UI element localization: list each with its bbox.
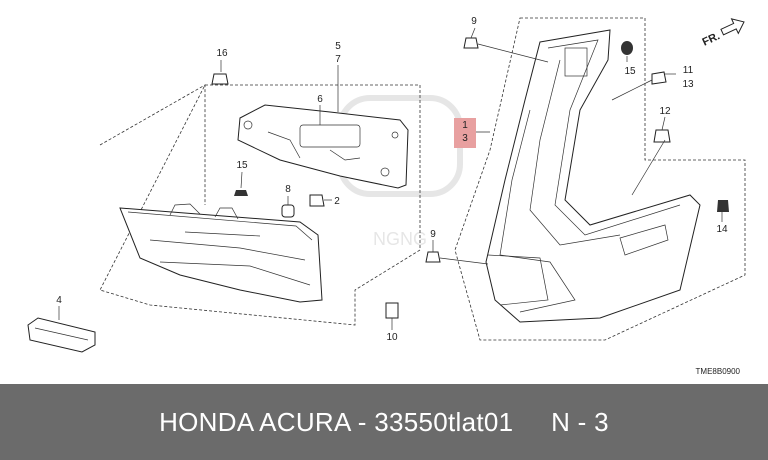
inner-tail-lamp <box>119 203 323 303</box>
nut-12 <box>653 129 671 143</box>
callout-11: 11 <box>683 65 694 76</box>
mounting-bracket <box>237 104 409 189</box>
nut-16 <box>211 73 229 85</box>
callout-2: 2 <box>334 196 340 207</box>
exploded-view-svg: NGNG <box>27 16 746 376</box>
caption-gap <box>513 407 551 437</box>
cap-14 <box>717 200 729 212</box>
footer-bar: HONDA ACURA - 33550tlat01 N - 3 <box>0 384 768 460</box>
fasteners <box>211 37 729 319</box>
screw-9-top <box>463 37 479 49</box>
direction-label: FR. <box>701 30 722 48</box>
bulb-socket <box>27 317 96 353</box>
watermark-text: NGNG <box>373 229 427 249</box>
outer-tail-lamp <box>485 29 701 323</box>
brand-name: HONDA ACURA <box>159 406 351 437</box>
bulb-2 <box>309 194 325 207</box>
callout-7: 7 <box>335 54 341 65</box>
screw-9-mid <box>425 251 441 263</box>
diagram-code: TME8B0900 <box>696 367 741 376</box>
grommet-15-right <box>621 41 633 55</box>
callout-16: 16 <box>216 48 228 59</box>
callout-4: 4 <box>56 295 62 306</box>
direction-arrow-icon <box>720 18 745 36</box>
callout-12: 12 <box>659 106 671 117</box>
callout-labels: 9 16 5 7 6 15 8 2 4 9 10 1 3 15 11 13 12… <box>56 16 728 343</box>
grommet-15-left <box>234 190 248 196</box>
highlight-box <box>454 118 476 148</box>
callout-15-right: 15 <box>624 66 636 77</box>
front-direction-indicator: FR. <box>701 18 745 49</box>
caption-separator: - <box>350 406 375 437</box>
position-code: N - 3 <box>551 406 609 437</box>
footer-caption: HONDA ACURA - 33550tlat01 N - 3 <box>159 407 609 438</box>
leader-lines <box>58 27 723 330</box>
callout-15-left: 15 <box>236 160 248 171</box>
callout-1: 1 <box>462 120 468 131</box>
callout-3: 3 <box>462 133 468 144</box>
grommet-11 <box>651 71 667 85</box>
clip-8 <box>281 204 295 218</box>
callout-10: 10 <box>386 332 398 343</box>
callout-5: 5 <box>335 41 341 52</box>
parts-diagram: NGNG <box>27 16 746 376</box>
callout-8: 8 <box>285 184 291 195</box>
callout-9-top: 9 <box>471 16 477 27</box>
callout-13: 13 <box>682 79 694 90</box>
callout-9-mid: 9 <box>430 229 436 240</box>
callout-6: 6 <box>317 94 323 105</box>
group-outline-right <box>454 17 746 341</box>
group-outline-left <box>99 84 421 326</box>
callout-14: 14 <box>716 224 728 235</box>
screw-10 <box>385 302 399 319</box>
part-number: 33550tlat01 <box>374 406 514 437</box>
